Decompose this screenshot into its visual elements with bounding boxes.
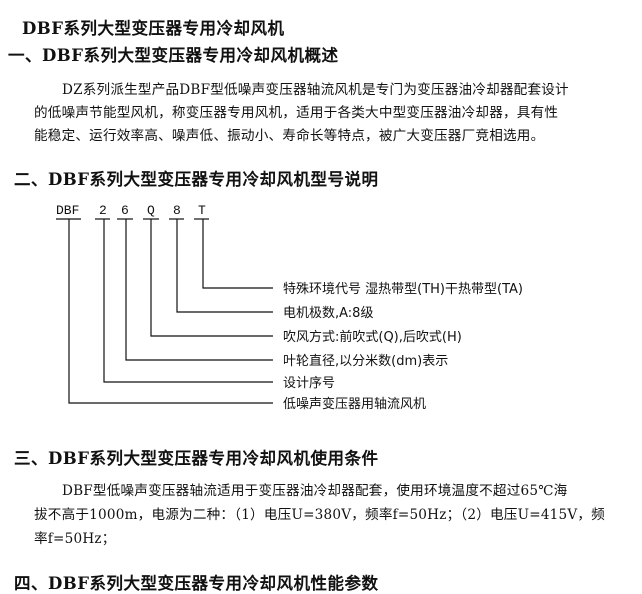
section-2-heading: 二、DBF系列大型变压器专用冷却风机型号说明 [14,170,379,189]
section-1-heading: 一、DBF系列大型变压器专用冷却风机概述 [8,46,339,65]
section-1-text-line: 的低噪声节能型风机，称变压器专用风机，适用于各类大中型变压器油冷却器，具有性 [34,105,559,121]
section-1-text-line: DZ系列派生型产品DBF型低噪声变压器轴流风机是专门为变压器油冷却器配套设计 [62,82,569,98]
code-poles: 8 [173,203,181,218]
label-poles: 电机极数,A:8级 [283,306,373,321]
section-4-heading: 四、DBF系列大型变压器专用冷却风机性能参数 [14,574,379,593]
section-3-text-line: 率f=50Hz； [34,531,116,547]
code-diameter: 6 [121,203,129,218]
section-3-text-line: 拔不高于1000m，电源为二种：（1）电压U=380V，频率f=50Hz；（2）… [34,507,605,523]
label-blow-mode: 吹风方式:前吹式(Q),后吹式(H) [283,329,462,345]
label-environment: 特殊环境代号 湿热带型(TH)干热带型(TA) [283,282,523,297]
section-3-text-line: DBF型低噪声变压器轴流适用于变压器油冷却器配套，使用环境温度不超过65℃海 [62,483,568,499]
section-1-text-line: 能稳定、运行效率高、噪声低、振动小、寿命长等特点，被广大变压器厂竞相选用。 [34,128,545,144]
section-3-heading: 三、DBF系列大型变压器专用冷却风机使用条件 [14,449,379,468]
document-title: DBF系列大型变压器专用冷却风机 [22,19,285,38]
code-environment: T [198,203,206,218]
label-design-no: 设计序号 [283,376,335,391]
code-blow-mode: Q [147,203,155,218]
code-design-no: 2 [99,203,107,218]
label-diameter: 叶轮直径,以分米数(dm)表示 [283,354,448,369]
code-series: DBF [56,203,79,218]
label-series: 低噪声变压器用轴流风机 [283,396,426,412]
leader-lines [68,219,273,404]
